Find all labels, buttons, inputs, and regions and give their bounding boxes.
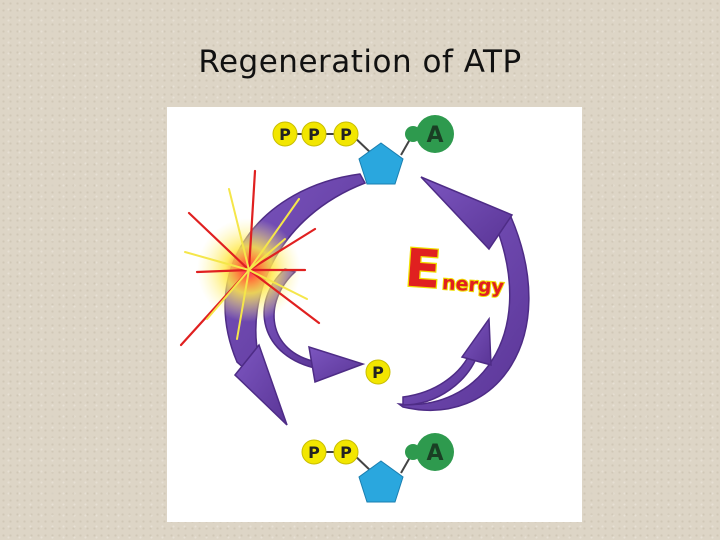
atp-phosphate: P bbox=[301, 121, 327, 147]
svg-text:P: P bbox=[279, 125, 291, 144]
ribose-pentagon-icon bbox=[358, 142, 404, 185]
svg-text:P: P bbox=[308, 125, 320, 144]
atp-phosphate: P bbox=[333, 121, 359, 147]
right-cycle-arrow-icon bbox=[396, 176, 530, 412]
energy-rest-text: nergy bbox=[441, 272, 505, 298]
diagram-panel: P P P A P P A bbox=[167, 107, 582, 522]
free-phosphate: P bbox=[365, 359, 391, 385]
adp-adenine: A bbox=[416, 433, 454, 471]
energy-label: E nergy bbox=[402, 237, 506, 302]
atp-adenine: A bbox=[416, 115, 454, 153]
svg-text:P: P bbox=[372, 363, 384, 382]
svg-text:P: P bbox=[340, 443, 352, 462]
phosphate-uptake-arrow-icon bbox=[402, 316, 492, 406]
atp-cycle-diagram: P P P A P P A bbox=[179, 115, 530, 503]
adp-phosphate: P bbox=[301, 439, 327, 465]
energy-big-letter: E bbox=[403, 238, 443, 300]
svg-text:A: A bbox=[426, 123, 443, 148]
adp-molecule: P P A bbox=[301, 433, 454, 503]
ribose-pentagon-icon bbox=[358, 460, 404, 503]
svg-text:A: A bbox=[426, 441, 443, 466]
energy-burst-icon bbox=[179, 169, 321, 347]
adp-phosphate: P bbox=[333, 439, 359, 465]
svg-text:P: P bbox=[340, 125, 352, 144]
svg-text:P: P bbox=[308, 443, 320, 462]
atp-phosphate: P bbox=[272, 121, 298, 147]
slide-title: Regeneration of ATP bbox=[198, 44, 522, 80]
atp-molecule: P P P A bbox=[272, 115, 454, 185]
